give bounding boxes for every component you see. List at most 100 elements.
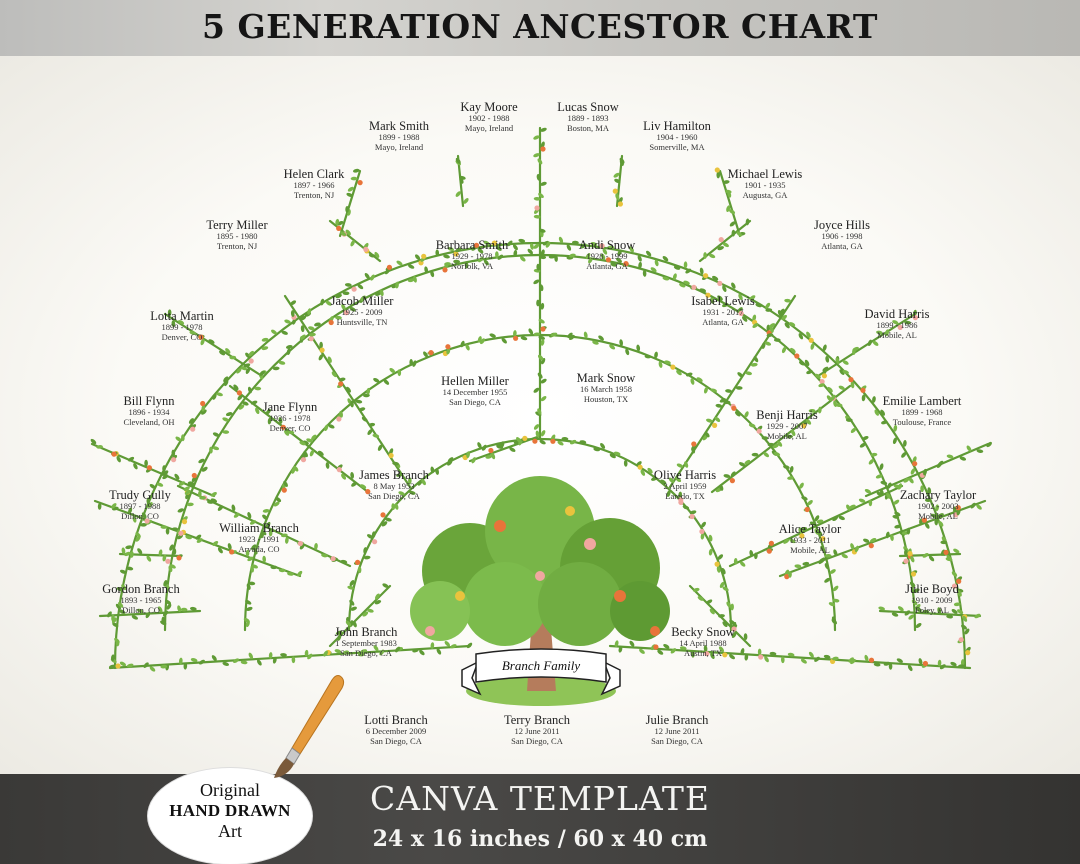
vine-leaf bbox=[651, 476, 658, 481]
vine-leaf bbox=[742, 316, 748, 322]
vine-leaf bbox=[183, 662, 188, 670]
vine-leaf bbox=[558, 236, 564, 244]
vine-leaf bbox=[368, 422, 376, 427]
vine-flower bbox=[550, 438, 556, 444]
vine-leaf bbox=[183, 486, 190, 491]
vine-leaf bbox=[281, 330, 288, 335]
vine-leaf bbox=[208, 339, 215, 344]
vine-flower bbox=[958, 637, 964, 643]
vine-leaf bbox=[751, 452, 759, 457]
vine-leaf bbox=[512, 244, 518, 251]
vine-leaf bbox=[141, 512, 147, 519]
vine-leaf bbox=[670, 648, 677, 654]
vine-leaf bbox=[806, 369, 813, 375]
vine-leaf bbox=[802, 561, 810, 566]
vine-leaf bbox=[231, 504, 236, 512]
vine-leaf bbox=[222, 430, 230, 434]
vine-leaf bbox=[609, 453, 616, 459]
person-jane-flynn: Jane Flynn 1926 - 1978 Denver, CO bbox=[262, 400, 318, 434]
vine-leaf bbox=[722, 303, 729, 308]
vine-leaf bbox=[714, 416, 721, 423]
vine-leaf bbox=[946, 555, 952, 561]
vine-leaf bbox=[692, 587, 700, 592]
vine-leaf bbox=[956, 508, 961, 516]
vine-leaf bbox=[733, 557, 738, 565]
vine-leaf bbox=[625, 348, 630, 356]
vine-leaf bbox=[951, 608, 958, 614]
vine-leaf bbox=[585, 253, 591, 260]
vine-leaf bbox=[278, 360, 286, 365]
vine-leaf bbox=[118, 602, 124, 608]
vine-leaf bbox=[729, 221, 736, 227]
vine-leaf bbox=[450, 644, 457, 649]
vine-leaf bbox=[272, 656, 277, 664]
vine-leaf bbox=[729, 209, 736, 215]
vine-leaf bbox=[359, 484, 367, 489]
hand-drawn-badge: Original HAND DRAWN Art bbox=[148, 768, 312, 864]
vine-flower bbox=[200, 400, 206, 407]
vine-flower bbox=[718, 237, 724, 243]
vine-leaf bbox=[189, 330, 197, 335]
vine-leaf bbox=[350, 400, 354, 408]
vine-leaf bbox=[284, 429, 290, 436]
vine-leaf bbox=[719, 581, 725, 589]
vine-leaf bbox=[761, 342, 766, 349]
vine-leaf bbox=[764, 341, 772, 346]
vine-flower bbox=[955, 505, 961, 511]
vine-leaf bbox=[557, 440, 564, 446]
vine-leaf bbox=[862, 436, 869, 441]
vine-leaf bbox=[704, 431, 710, 438]
vine-leaf bbox=[409, 359, 413, 366]
vine-flower bbox=[612, 188, 618, 194]
vine-leaf bbox=[357, 652, 365, 657]
vine-leaf bbox=[460, 340, 465, 348]
vine-leaf bbox=[816, 519, 824, 524]
vine-leaf bbox=[287, 430, 295, 435]
vine-leaf bbox=[710, 652, 715, 660]
vine-leaf bbox=[367, 429, 373, 436]
vine-leaf bbox=[300, 325, 305, 333]
vine-leaf bbox=[309, 332, 316, 337]
vine-leaf bbox=[533, 332, 541, 337]
vine-leaf bbox=[913, 588, 920, 593]
person-benji-harris: Benji Harris 1929 - 2007 Mobile, AL bbox=[756, 408, 818, 442]
vine-leaf bbox=[540, 181, 547, 186]
vine-flower bbox=[784, 574, 790, 580]
vine-leaf bbox=[455, 247, 462, 253]
vine-leaf bbox=[953, 548, 960, 554]
vine-leaf bbox=[325, 300, 332, 306]
vine-leaf bbox=[535, 430, 540, 438]
vine-leaf bbox=[657, 649, 664, 655]
vine-leaf bbox=[347, 186, 354, 192]
vine-leaf bbox=[443, 254, 450, 259]
vine-flower bbox=[714, 561, 720, 567]
vine-flower bbox=[868, 543, 874, 549]
vine-leaf bbox=[331, 371, 337, 378]
vine-leaf bbox=[706, 418, 713, 423]
vine-leaf bbox=[201, 409, 207, 415]
vine-leaf bbox=[466, 451, 470, 458]
vine-leaf bbox=[739, 462, 746, 467]
vine-leaf bbox=[248, 350, 254, 357]
vine-leaf bbox=[116, 456, 121, 463]
vine-flower bbox=[922, 660, 929, 667]
vine-leaf bbox=[755, 303, 762, 308]
vine-leaf bbox=[190, 658, 198, 662]
vine-leaf bbox=[788, 322, 796, 327]
vine-leaf bbox=[726, 205, 731, 213]
banner-ribbon-icon: Branch Family bbox=[461, 648, 621, 696]
vine-leaf bbox=[509, 447, 516, 452]
vine-leaf bbox=[737, 307, 743, 313]
vine-leaf bbox=[654, 259, 659, 267]
vine-leaf bbox=[879, 463, 884, 471]
vine-leaf bbox=[676, 463, 684, 468]
vine-leaf bbox=[121, 547, 126, 555]
vine-leaf bbox=[804, 359, 810, 367]
vine-leaf bbox=[245, 352, 251, 359]
vine-leaf bbox=[111, 614, 115, 622]
vine-leaf bbox=[247, 556, 254, 562]
vine-leaf bbox=[766, 333, 774, 338]
vine-leaf bbox=[946, 614, 954, 619]
header-banner: 5 GENERATION ANCESTOR CHART bbox=[0, 0, 1080, 56]
person-helen-clark: Helen Clark 1897 - 1966 Trenton, NJ bbox=[283, 167, 345, 201]
